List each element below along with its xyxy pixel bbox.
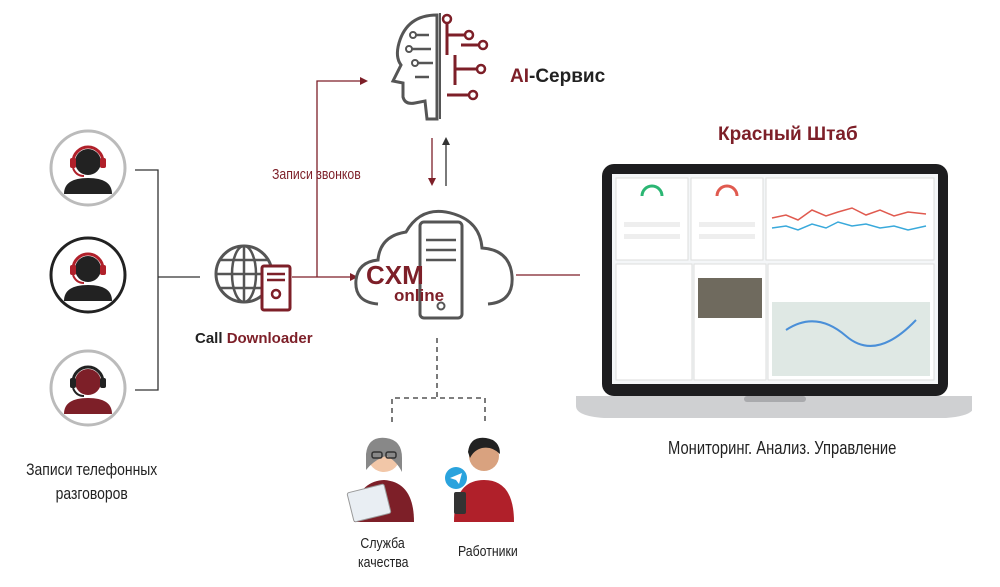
ai-service-suffix: -Сервис (529, 66, 606, 87)
monitoring-label: Мониторинг. Анализ. Управление (668, 438, 897, 458)
cxm-to-ai-arrow (442, 137, 450, 145)
cloud-server-icon (354, 209, 514, 320)
ai-service-prefix: AI (510, 66, 529, 87)
call-downloader-second: Downloader (226, 330, 313, 347)
cxm-logo-sub: online (394, 286, 445, 305)
quality-service-line1: Служба (360, 535, 405, 552)
ai-to-cxm-arrow (428, 178, 436, 186)
operator-headset-icon (49, 129, 127, 207)
call-downloader-first: Call (195, 330, 223, 347)
recordings-label-line1: Записи телефонных (26, 460, 158, 479)
krasny-shtab-label: Красный Штаб (718, 124, 858, 145)
operator-headset-icon (49, 236, 127, 314)
recordings-label: Записи телефонных разговоров (22, 458, 161, 506)
call-downloader-label: Call Downloader (195, 330, 313, 347)
call-records-edge-label: Записи звонков (272, 166, 361, 183)
ai-service-label: AI-Сервис (510, 66, 605, 88)
employees-label: Работники (458, 543, 518, 560)
ai-head-icon (390, 13, 489, 121)
cxm-logo-main: CXM (366, 260, 424, 290)
employee-phone-icon (445, 437, 514, 522)
quality-service-label: Служба качества (358, 534, 409, 572)
globe-server-icon (214, 244, 292, 312)
recordings-label-line2: разговоров (55, 484, 128, 503)
operator-headset-icon (49, 349, 127, 427)
cxm-logo: CXM online (366, 262, 444, 304)
quality-service-line2: качества (358, 554, 409, 571)
downloader-to-ai-arrow (316, 80, 360, 277)
laptop-dashboard-icon (576, 164, 972, 418)
operators-bracket (135, 169, 159, 391)
quality-inspector-icon (346, 437, 414, 523)
